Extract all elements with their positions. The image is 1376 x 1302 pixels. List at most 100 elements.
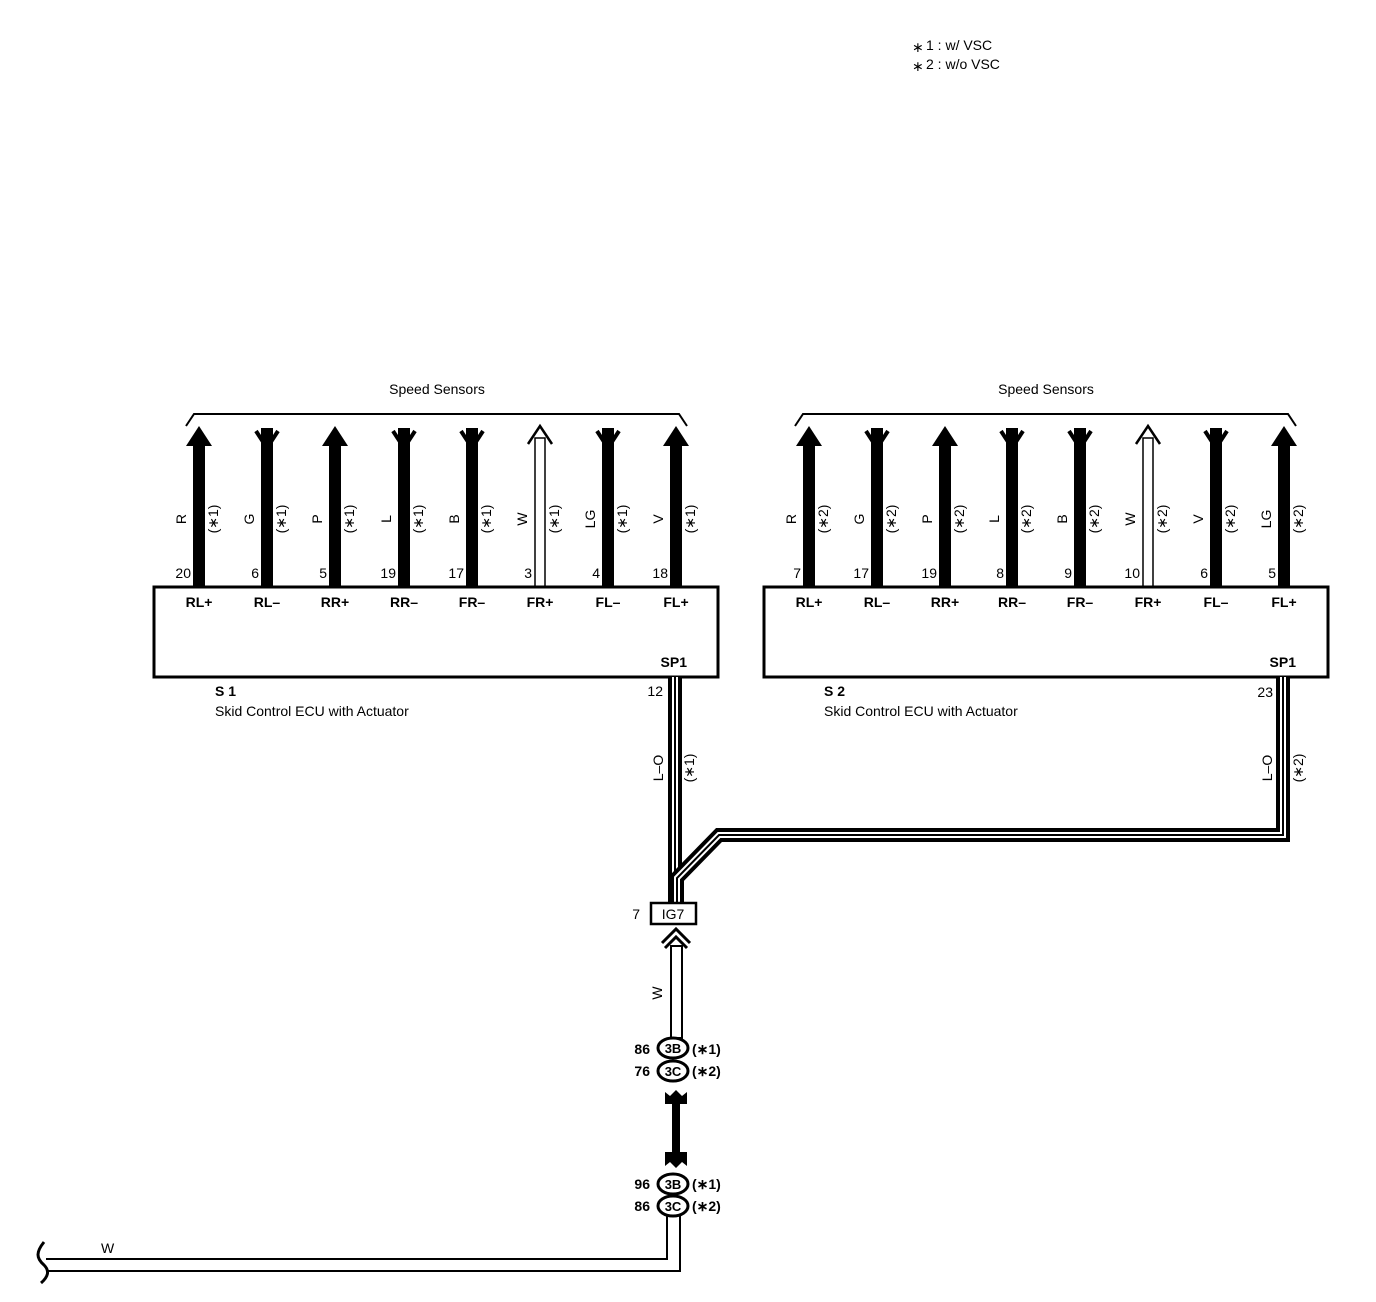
terminal-pin-number: 9 — [1064, 565, 1072, 581]
wire-color-label: V — [650, 514, 666, 524]
terminal-pin-number: 7 — [793, 565, 801, 581]
arrow-up-icon — [186, 426, 212, 446]
wire-break-icon — [36, 1241, 50, 1285]
terminal-name: FL+ — [663, 594, 688, 610]
connector-pair-bottom: 96 3B (∗1) 86 3C (∗2) — [634, 1152, 721, 1218]
w-wire-bottom: W — [36, 1216, 681, 1285]
speed-sensors-label-s1: Speed Sensors — [389, 381, 485, 397]
wire-color-label: V — [1190, 514, 1206, 524]
wire-variant-label: (∗2) — [883, 505, 899, 534]
conn-top-plug-icon — [665, 1090, 687, 1104]
wire-body — [329, 438, 341, 587]
legend-text-1: 1 : w/ VSC — [926, 37, 992, 53]
conn-top-code-2: 3C — [665, 1064, 682, 1079]
junction-ig7: 7 IG7 — [632, 901, 698, 950]
ecu-s1: Speed Sensors R(∗1)20RL+G(∗1)6RL–P(∗1)5R… — [152, 381, 720, 719]
terminal-name: RR+ — [931, 594, 959, 610]
terminal-name: FR– — [1067, 594, 1094, 610]
wire-cap — [602, 428, 614, 438]
wire-variant-label: (∗1) — [682, 505, 698, 534]
legend-text-2: 2 : w/o VSC — [926, 56, 1000, 72]
wire-variant-label: (∗1) — [614, 505, 630, 534]
conn-top-pin-1: 86 — [634, 1041, 650, 1057]
lo-wire-s1-variant: (∗1) — [681, 754, 697, 783]
arrow-up-icon — [322, 426, 348, 446]
terminal-name: FR+ — [1135, 594, 1162, 610]
wire-variant-label: (∗2) — [1290, 505, 1306, 534]
speed-sensor-wire: L(∗2)8RR– — [986, 428, 1034, 610]
speed-sensor-wire: B(∗2)9FR– — [1054, 428, 1102, 610]
conn-top-variant-1: (∗1) — [692, 1041, 721, 1057]
terminal-pin-number: 5 — [319, 565, 327, 581]
wire-cap — [1210, 428, 1222, 438]
wire-body — [803, 438, 815, 587]
terminal-name: RL+ — [186, 594, 213, 610]
connector-pair-top: 86 3B (∗1) 76 3C (∗2) — [634, 1036, 721, 1104]
wire-variant-label: (∗2) — [815, 505, 831, 534]
terminal-pin-number: 19 — [921, 565, 937, 581]
wire-variant-label: (∗1) — [478, 505, 494, 534]
wire-color-label: P — [919, 514, 935, 523]
junction-label: IG7 — [662, 906, 685, 922]
wire-body — [398, 438, 410, 587]
wire-color-label: G — [241, 514, 257, 525]
terminal-name: FL– — [596, 594, 621, 610]
wire-color-label: L — [986, 515, 1002, 523]
lo-wire-s2: L–O (∗2) — [670, 677, 1306, 903]
wire-color-label: B — [446, 514, 462, 523]
ecu-s1-name: Skid Control ECU with Actuator — [215, 703, 409, 719]
lo-wire-s1-color: L–O — [650, 755, 666, 782]
arrow-down-icon — [459, 429, 485, 452]
wire-variant-label: (∗1) — [273, 505, 289, 534]
speed-sensors-brace-s2 — [794, 413, 1297, 427]
wire-body — [871, 438, 883, 587]
wire-cap — [466, 428, 478, 438]
ecu-box-s2 — [762, 585, 1330, 679]
wire-variant-label: (∗1) — [410, 505, 426, 534]
wire-color-label: R — [173, 514, 189, 524]
wire-variant-label: (∗2) — [1222, 505, 1238, 534]
terminal-name: RR+ — [321, 594, 349, 610]
arrow-up-icon — [796, 426, 822, 446]
conn-bottom-pin-2: 86 — [634, 1198, 650, 1214]
conn-top-pin-2: 76 — [634, 1063, 650, 1079]
terminal-pin-number: 8 — [996, 565, 1004, 581]
arrow-up-icon — [1271, 426, 1297, 446]
wire-color-label: L — [378, 515, 394, 523]
ecu-s2: Speed Sensors R(∗2)7RL+G(∗2)17RL–P(∗2)19… — [762, 381, 1330, 719]
wire-body — [193, 438, 205, 587]
arrow-down-icon — [595, 429, 621, 452]
wire-body — [1006, 438, 1018, 587]
wire-body — [1074, 438, 1086, 587]
wire-cap — [398, 428, 410, 438]
wire-color-label: W — [514, 512, 530, 526]
arrow-down-icon — [1067, 429, 1093, 452]
conn-bottom-pin-1: 96 — [634, 1176, 650, 1192]
w-wire-upper: W — [649, 945, 683, 1039]
wire-cap — [871, 428, 883, 438]
speed-sensor-wire: W(∗1)3FR+ — [514, 423, 562, 610]
wire-color-label: R — [783, 514, 799, 524]
terminal-pin-number: 3 — [524, 565, 532, 581]
conn-bottom-variant-1: (∗1) — [692, 1176, 721, 1192]
wire-body — [1142, 437, 1154, 588]
w-wire-bottom-color: W — [101, 1240, 115, 1256]
terminal-name: RL+ — [796, 594, 823, 610]
w-wire-upper-color: W — [649, 986, 665, 1000]
speed-sensor-wire: V(∗2)6FL– — [1190, 428, 1238, 610]
wire-cap — [1074, 428, 1086, 438]
ecu-s1-sp1-pin: 12 — [647, 683, 663, 699]
wire-color-label: P — [309, 514, 325, 523]
variant-legend: ∗ 1 : w/ VSC ∗ 2 : w/o VSC — [912, 37, 1000, 74]
terminal-pin-number: 17 — [448, 565, 464, 581]
wire-body — [466, 438, 478, 587]
arrow-up-icon — [932, 426, 958, 446]
terminal-pin-number: 10 — [1124, 565, 1140, 581]
legend-mark-2: ∗ — [912, 58, 924, 74]
